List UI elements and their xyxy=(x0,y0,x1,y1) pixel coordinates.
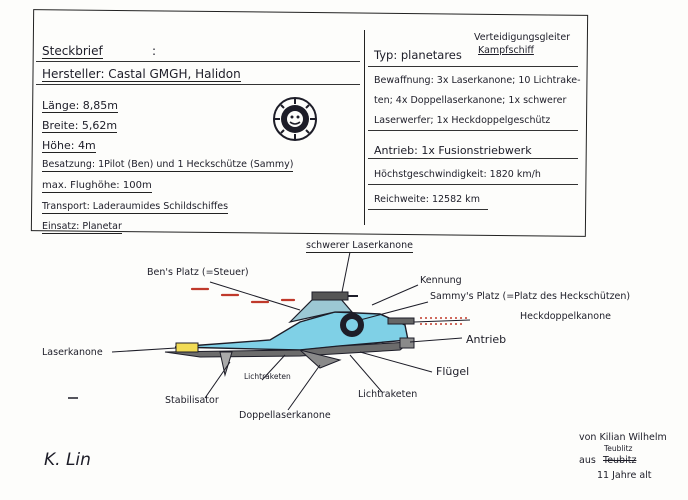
info-card-divider xyxy=(364,30,365,225)
label-sammys-seat: Sammy's Platz (=Platz des Heckschützen) xyxy=(430,291,631,302)
label-stabilizer: Stabilisator xyxy=(165,395,219,406)
type-note: Verteidigungsgleiter xyxy=(474,32,571,43)
label-double-laser: Doppellaserkanone xyxy=(239,410,331,421)
card-title: Steckbrief xyxy=(42,44,103,59)
row-line xyxy=(368,158,578,159)
label-light-rockets-small: Lichtraketen xyxy=(244,372,291,381)
drive-spec: Antrieb: 1x Fusionstriebwerk xyxy=(374,144,532,157)
range: Reichweite: 12582 km xyxy=(374,194,480,205)
row-line xyxy=(36,84,360,85)
label-heavy-laser: schwerer Laserkanone xyxy=(306,240,413,253)
label-bens-seat: Ben's Platz (=Steuer) xyxy=(147,267,249,278)
armament-line-1: Bewaffnung: 3x Laserkanone; 10 Lichtrake… xyxy=(374,75,581,86)
label-wing: Flügel xyxy=(436,365,470,378)
armament-line-3: Laserwerfer; 1x Heckdoppelgeschütz xyxy=(374,115,551,126)
emblem-icon xyxy=(273,97,317,141)
top-speed: Höchstgeschwindigkeit: 1820 km/h xyxy=(374,169,541,180)
label-leader-lines xyxy=(111,251,471,411)
transport: Transport: Laderaumides Schildschiffes xyxy=(42,201,229,214)
row-line xyxy=(368,209,488,210)
row-line xyxy=(368,184,578,185)
height: Höhe: 4m xyxy=(42,139,96,153)
label-laser-cannon: Laserkanone xyxy=(42,347,103,358)
width: Breite: 5,62m xyxy=(42,119,118,133)
max-altitude: max. Flughöhe: 100m xyxy=(42,180,152,193)
crew: Besatzung: 1Pilot (Ben) und 1 Heckschütz… xyxy=(42,159,294,172)
row-line xyxy=(36,61,360,62)
spaceship-body xyxy=(164,291,415,377)
label-drive: Antrieb xyxy=(466,333,507,346)
row-line xyxy=(368,130,578,131)
signature-from-inserted: Teublitz xyxy=(604,444,633,453)
row-line xyxy=(368,66,578,67)
signature-initials: K. Lin xyxy=(44,450,91,470)
signature-from: aus xyxy=(579,455,596,466)
signature-age: 11 Jahre alt xyxy=(597,470,652,481)
label-rear-cannon: Heckdoppelkanone xyxy=(520,311,611,322)
signature-by: von Kilian Wilhelm xyxy=(579,432,667,443)
armament-line-2: ten; 4x Doppellaserkanone; 1x schwerer xyxy=(374,95,567,106)
label-light-rockets: Lichtraketen xyxy=(358,389,418,400)
manufacturer: Hersteller: Castal GMGH, Halidon xyxy=(42,67,241,82)
laser-shots-rear xyxy=(420,317,470,325)
type-label: Typ: planetares xyxy=(374,48,462,62)
card-title-colon: : xyxy=(152,44,157,58)
type-value: Kampfschiff xyxy=(478,45,534,56)
signature-from-struck: Teubitz xyxy=(603,455,637,466)
label-marking: Kennung xyxy=(420,275,462,286)
laser-shots-left xyxy=(190,287,296,304)
length: Länge: 8,85m xyxy=(42,99,119,113)
deployment: Einsatz: Planetar xyxy=(42,221,122,234)
